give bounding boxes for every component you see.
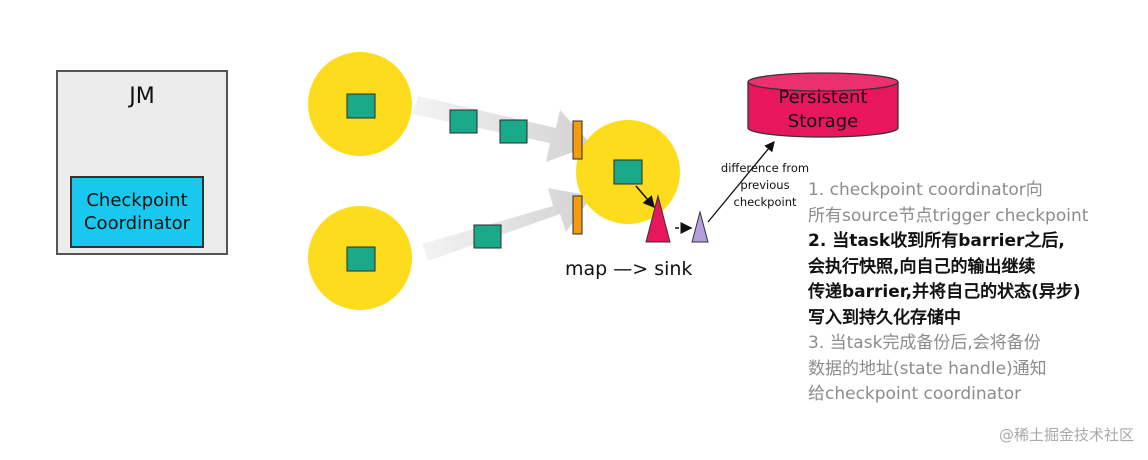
snapshot-triangle — [645, 194, 671, 243]
watermark: @稀土掘金技术社区 — [998, 426, 1134, 444]
in-flight-record — [449, 109, 478, 134]
step-3-line: 数据的地址(state handle)通知 — [808, 358, 1047, 379]
step-2-line: 2. 当task收到所有barrier之后, — [808, 231, 1065, 251]
barrier-lower — [572, 195, 583, 235]
difference-annotation: difference from previous checkpoint — [712, 160, 818, 211]
persist-arrow — [707, 140, 775, 223]
job-manager-title: JM — [129, 84, 155, 109]
step-2-line: 传递barrier,并将自己的状态(异步) — [808, 282, 1081, 302]
record-in-upper-source — [346, 93, 376, 119]
checkpoint-coordinator-label-line1: Checkpoint — [86, 190, 188, 211]
operator-label: map —> sink — [565, 258, 693, 280]
step-3-text: 3. 当task完成备份后,会将备份 数据的地址(state handle)通知… — [808, 331, 1143, 408]
lower-flow-arrow — [422, 188, 592, 261]
job-manager-box: JM Checkpoint Coordinator — [56, 70, 228, 255]
persistent-storage-label: Persistent Storage — [748, 86, 898, 134]
checkpoint-coordinator-label-line2: Coordinator — [83, 213, 190, 234]
record-in-map-node — [613, 159, 643, 185]
checkpoint-coordinator-box: Checkpoint Coordinator — [70, 176, 204, 248]
step-1-line: 所有source节点trigger checkpoint — [808, 205, 1089, 226]
step-2-line: 会执行快照,向自己的输出继续 — [808, 256, 1036, 277]
difference-line3: checkpoint — [733, 195, 797, 209]
step-2-text: 2. 当task收到所有barrier之后, 会执行快照,向自己的输出继续 传递… — [808, 229, 1143, 331]
record-in-lower-source — [346, 246, 376, 272]
persistent-storage-top — [747, 72, 899, 92]
step-3-line: 给checkpoint coordinator — [808, 384, 1022, 404]
step-1-line: 1. checkpoint coordinator向 — [808, 180, 1043, 200]
persistent-storage-cylinder — [747, 82, 899, 138]
barrier-upper — [572, 120, 583, 160]
forwarded-barrier-triangle — [691, 210, 709, 243]
difference-line1: difference from — [720, 161, 810, 175]
difference-line2: previous — [740, 178, 790, 192]
step-2-line: 写入到持久化存储中 — [808, 307, 961, 328]
step-descriptions: 1. checkpoint coordinator向 所有source节点tri… — [808, 178, 1143, 408]
in-flight-record — [499, 119, 528, 144]
in-flight-record — [473, 224, 502, 249]
storage-label-line2: Storage — [787, 111, 859, 132]
step-1-text: 1. checkpoint coordinator向 所有source节点tri… — [808, 178, 1143, 229]
storage-label-line1: Persistent — [778, 87, 868, 108]
snapshot-arrow — [635, 185, 655, 209]
step-3-line: 3. 当task完成备份后,会将备份 — [808, 333, 1041, 353]
